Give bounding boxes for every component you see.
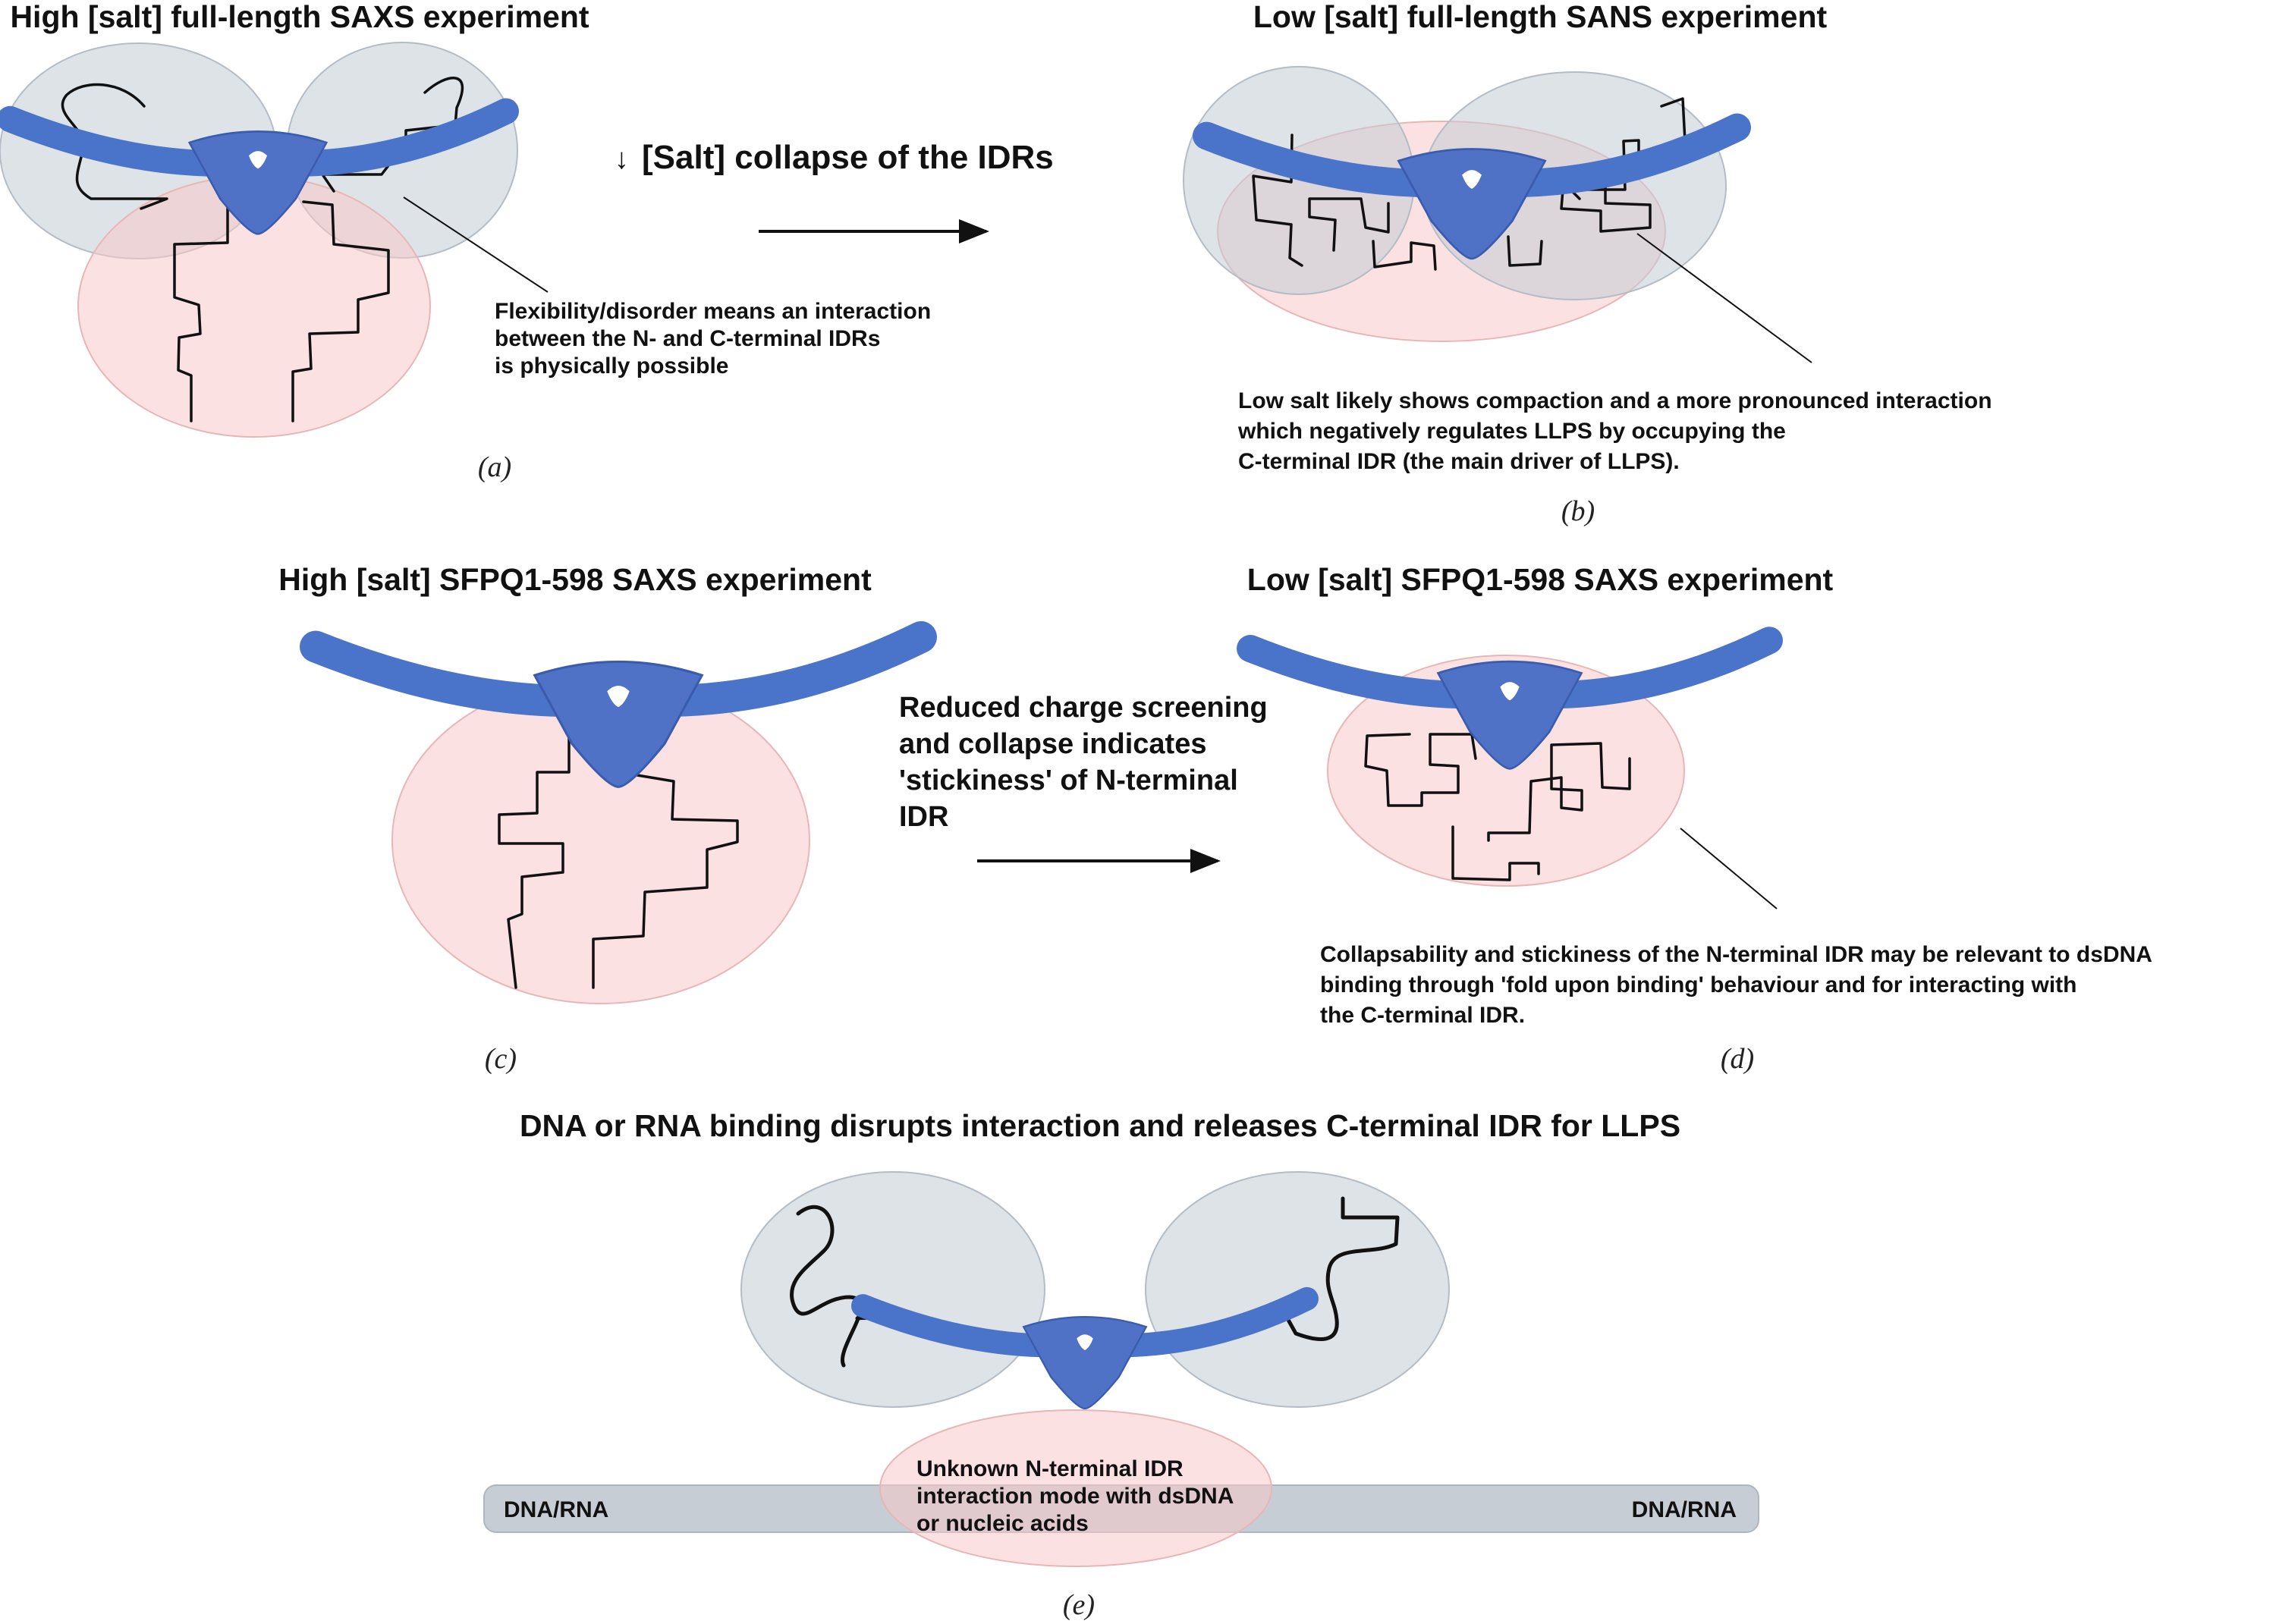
c-terminal-idr-left (1252, 134, 1390, 267)
panel-b: Low [salt] full-length SANS experiment L… (1183, 0, 1998, 527)
panel-a-caption-line-3: is physically possible (495, 353, 728, 379)
panel-b-title: Low [salt] full-length SANS experiment (1253, 0, 1828, 34)
charge-screening-label: Reduced charge screening and collapse in… (899, 692, 1275, 833)
panel-e: DNA or RNA binding disrupts interaction … (483, 1108, 1759, 1621)
transition-line-4: IDR (899, 801, 948, 833)
panel-d-title: Low [salt] SFPQ1-598 SAXS experiment (1247, 562, 1834, 597)
panel-e-label: (e) (1063, 1589, 1095, 1621)
transition-line-3: 'stickiness' of N-terminal (899, 765, 1238, 796)
panel-d-caption-line-1: Collapsability and stickiness of the N-t… (1320, 942, 2152, 967)
n-terminal-idr (1364, 733, 1631, 881)
panel-a: High [salt] full-length SAXS experiment … (0, 0, 938, 483)
panel-d-label: (d) (1721, 1043, 1754, 1075)
panel-a-title: High [salt] full-length SAXS experiment (10, 0, 589, 34)
panel-c: High [salt] SFPQ1-598 SAXS experiment (c… (278, 562, 921, 1075)
center-text-line-3: or nucleic acids (916, 1511, 1089, 1536)
panel-d-caption-line-3: the C-terminal IDR. (1320, 1003, 1525, 1028)
panel-a-caption: Flexibility/disorder means an interactio… (495, 299, 938, 379)
panel-a-caption-line-1: Flexibility/disorder means an interactio… (495, 299, 931, 324)
panel-d-caption-line-2: binding through 'fold upon binding' beha… (1320, 972, 2076, 997)
right-strand-label: DNA/RNA (1632, 1497, 1737, 1522)
n-terminal-region (879, 1409, 1272, 1567)
panel-e-title: DNA or RNA binding disrupts interaction … (520, 1108, 1680, 1143)
salt-collapse-label: [Salt] collapse of the IDRs (642, 139, 1054, 176)
center-text-line-2: interaction mode with dsDNA (916, 1484, 1234, 1509)
pointer-line-b (1636, 233, 1812, 363)
center-text-line-1: Unknown N-terminal IDR (916, 1456, 1184, 1481)
c-terminal-region-left (740, 1171, 1045, 1408)
c-terminal-idr-right (1286, 1196, 1400, 1341)
nucleic-acid-interaction-text: Unknown N-terminal IDR interaction mode … (916, 1456, 1240, 1536)
panel-b-label: (b) (1561, 495, 1595, 527)
c-terminal-region-right (1145, 1171, 1450, 1408)
pointer-line-a (403, 196, 549, 293)
pointer-line-d (1680, 828, 1778, 909)
panel-c-label: (c) (485, 1043, 517, 1075)
panel-b-caption-line-3: C-terminal IDR (the main driver of LLPS)… (1238, 449, 1680, 474)
panel-d: Low [salt] SFPQ1-598 SAXS experiment Col… (1247, 562, 2158, 1075)
transition-line-1: Reduced charge screening (899, 692, 1268, 724)
panel-d-caption: Collapsability and stickiness of the N-t… (1320, 942, 2158, 1028)
transition-a-b: ↓ [Salt] collapse of the IDRs (615, 139, 1054, 243)
left-strand-label: DNA/RNA (504, 1497, 608, 1522)
c-terminal-idr-left (61, 83, 168, 210)
down-arrow-glyph: ↓ (615, 143, 629, 175)
n-terminal-idr (1372, 235, 1543, 271)
transition-line-2: and collapse indicates (899, 728, 1206, 760)
transition-c-d: Reduced charge screening and collapse in… (899, 692, 1275, 873)
n-terminal-region (1327, 655, 1685, 887)
panel-b-caption-line-1: Low salt likely shows compaction and a m… (1238, 388, 1992, 413)
n-terminal-idr (173, 200, 390, 422)
panel-c-title: High [salt] SFPQ1-598 SAXS experiment (278, 562, 872, 597)
panel-b-caption: Low salt likely shows compaction and a m… (1237, 388, 1998, 474)
panel-a-caption-line-2: between the N- and C-terminal IDRs (495, 326, 880, 351)
panel-b-caption-line-2: which negatively regulates LLPS by occup… (1237, 419, 1786, 444)
panel-a-label: (a) (478, 451, 511, 483)
